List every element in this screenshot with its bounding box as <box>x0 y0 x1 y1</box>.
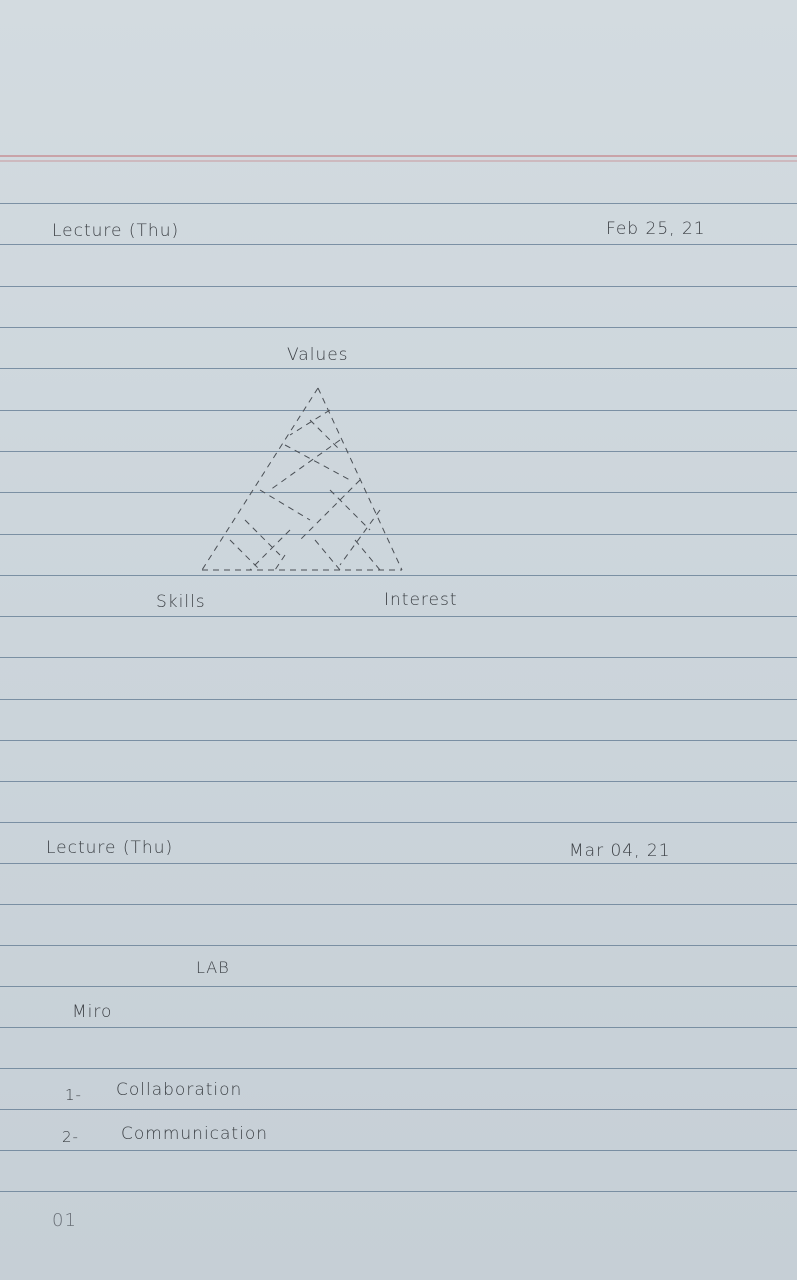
ruled-line <box>0 1027 797 1028</box>
pyramid-bottom-left-label: Skills <box>156 592 206 612</box>
top-margin-line <box>0 155 797 157</box>
lab-title: LAB <box>196 958 230 977</box>
list-item-1-number: 1- <box>65 1086 82 1104</box>
ruled-line <box>0 451 797 452</box>
ruled-line <box>0 1191 797 1192</box>
ruled-line <box>0 575 797 576</box>
ruled-line <box>0 327 797 328</box>
ruled-line <box>0 863 797 864</box>
ruled-line <box>0 986 797 987</box>
ruled-line <box>0 740 797 741</box>
list-item-2-number: 2- <box>62 1128 79 1146</box>
ruled-line <box>0 203 797 204</box>
ruled-line <box>0 410 797 411</box>
ruled-line <box>0 699 797 700</box>
ruled-line <box>0 244 797 245</box>
ruled-line <box>0 286 797 287</box>
page-number: 01 <box>52 1210 77 1231</box>
pyramid-sketch <box>201 387 403 571</box>
ruled-line <box>0 822 797 823</box>
pyramid-top-label: Values <box>287 345 349 365</box>
ruled-line <box>0 534 797 535</box>
ruled-line <box>0 1109 797 1110</box>
ruled-line <box>0 781 797 782</box>
ruled-line <box>0 492 797 493</box>
list-item-1-text: Collaboration <box>116 1080 243 1100</box>
list-item-2-text: Communication <box>121 1124 268 1144</box>
entry1-date: Feb 25, 21 <box>606 219 706 239</box>
ruled-line <box>0 368 797 369</box>
ruled-line <box>0 616 797 617</box>
entry1-heading: Lecture (Thu) <box>52 221 180 241</box>
pyramid-bottom-right-label: Interest <box>384 590 458 610</box>
entry2-date: Mar 04, 21 <box>569 841 671 861</box>
ruled-line <box>0 1068 797 1069</box>
ruled-line <box>0 657 797 658</box>
top-margin-line-2 <box>0 160 797 162</box>
tool-name: Miro <box>72 1002 113 1022</box>
ruled-line <box>0 1150 797 1151</box>
ruled-line <box>0 945 797 946</box>
ruled-line <box>0 904 797 905</box>
entry2-heading: Lecture (Thu) <box>46 838 174 858</box>
